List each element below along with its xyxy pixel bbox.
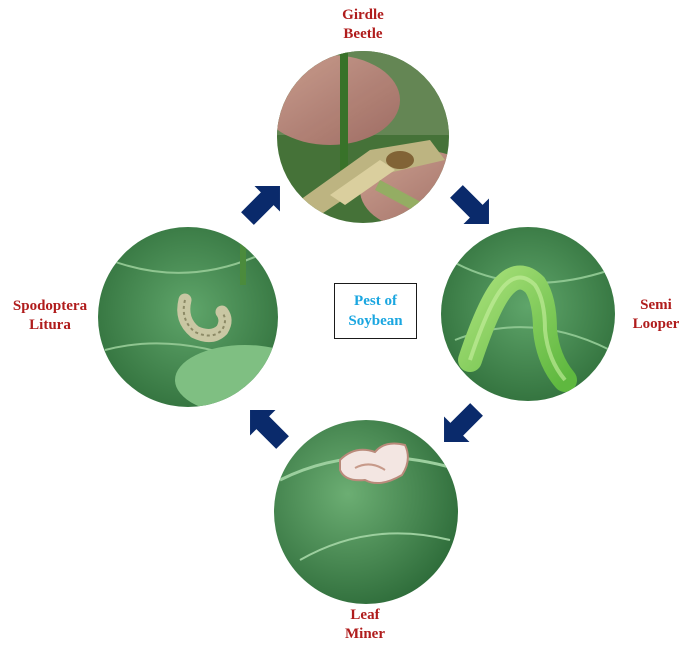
arrow-bottom-left: [237, 397, 295, 455]
arrow-top-right: [444, 179, 502, 237]
label-line: Litura: [4, 316, 96, 335]
label-spodoptera-litura: Spodoptera Litura: [4, 297, 96, 335]
label-line: Looper: [626, 315, 686, 334]
label-semi-looper: Semi Looper: [626, 296, 686, 334]
center-title-line: Soybean: [335, 311, 416, 331]
label-leaf-miner: Leaf Miner: [325, 606, 405, 644]
label-line: Girdle: [318, 6, 408, 25]
label-line: Beetle: [318, 25, 408, 44]
label-girdle-beetle: Girdle Beetle: [318, 6, 408, 44]
center-title-box: Pest of Soybean: [334, 283, 417, 339]
arrow-top-left: [235, 173, 293, 231]
label-line: Miner: [325, 625, 405, 644]
label-line: Semi: [626, 296, 686, 315]
label-line: Spodoptera: [4, 297, 96, 316]
center-title-line: Pest of: [335, 291, 416, 311]
arrow-bottom-right: [431, 397, 489, 455]
label-line: Leaf: [325, 606, 405, 625]
